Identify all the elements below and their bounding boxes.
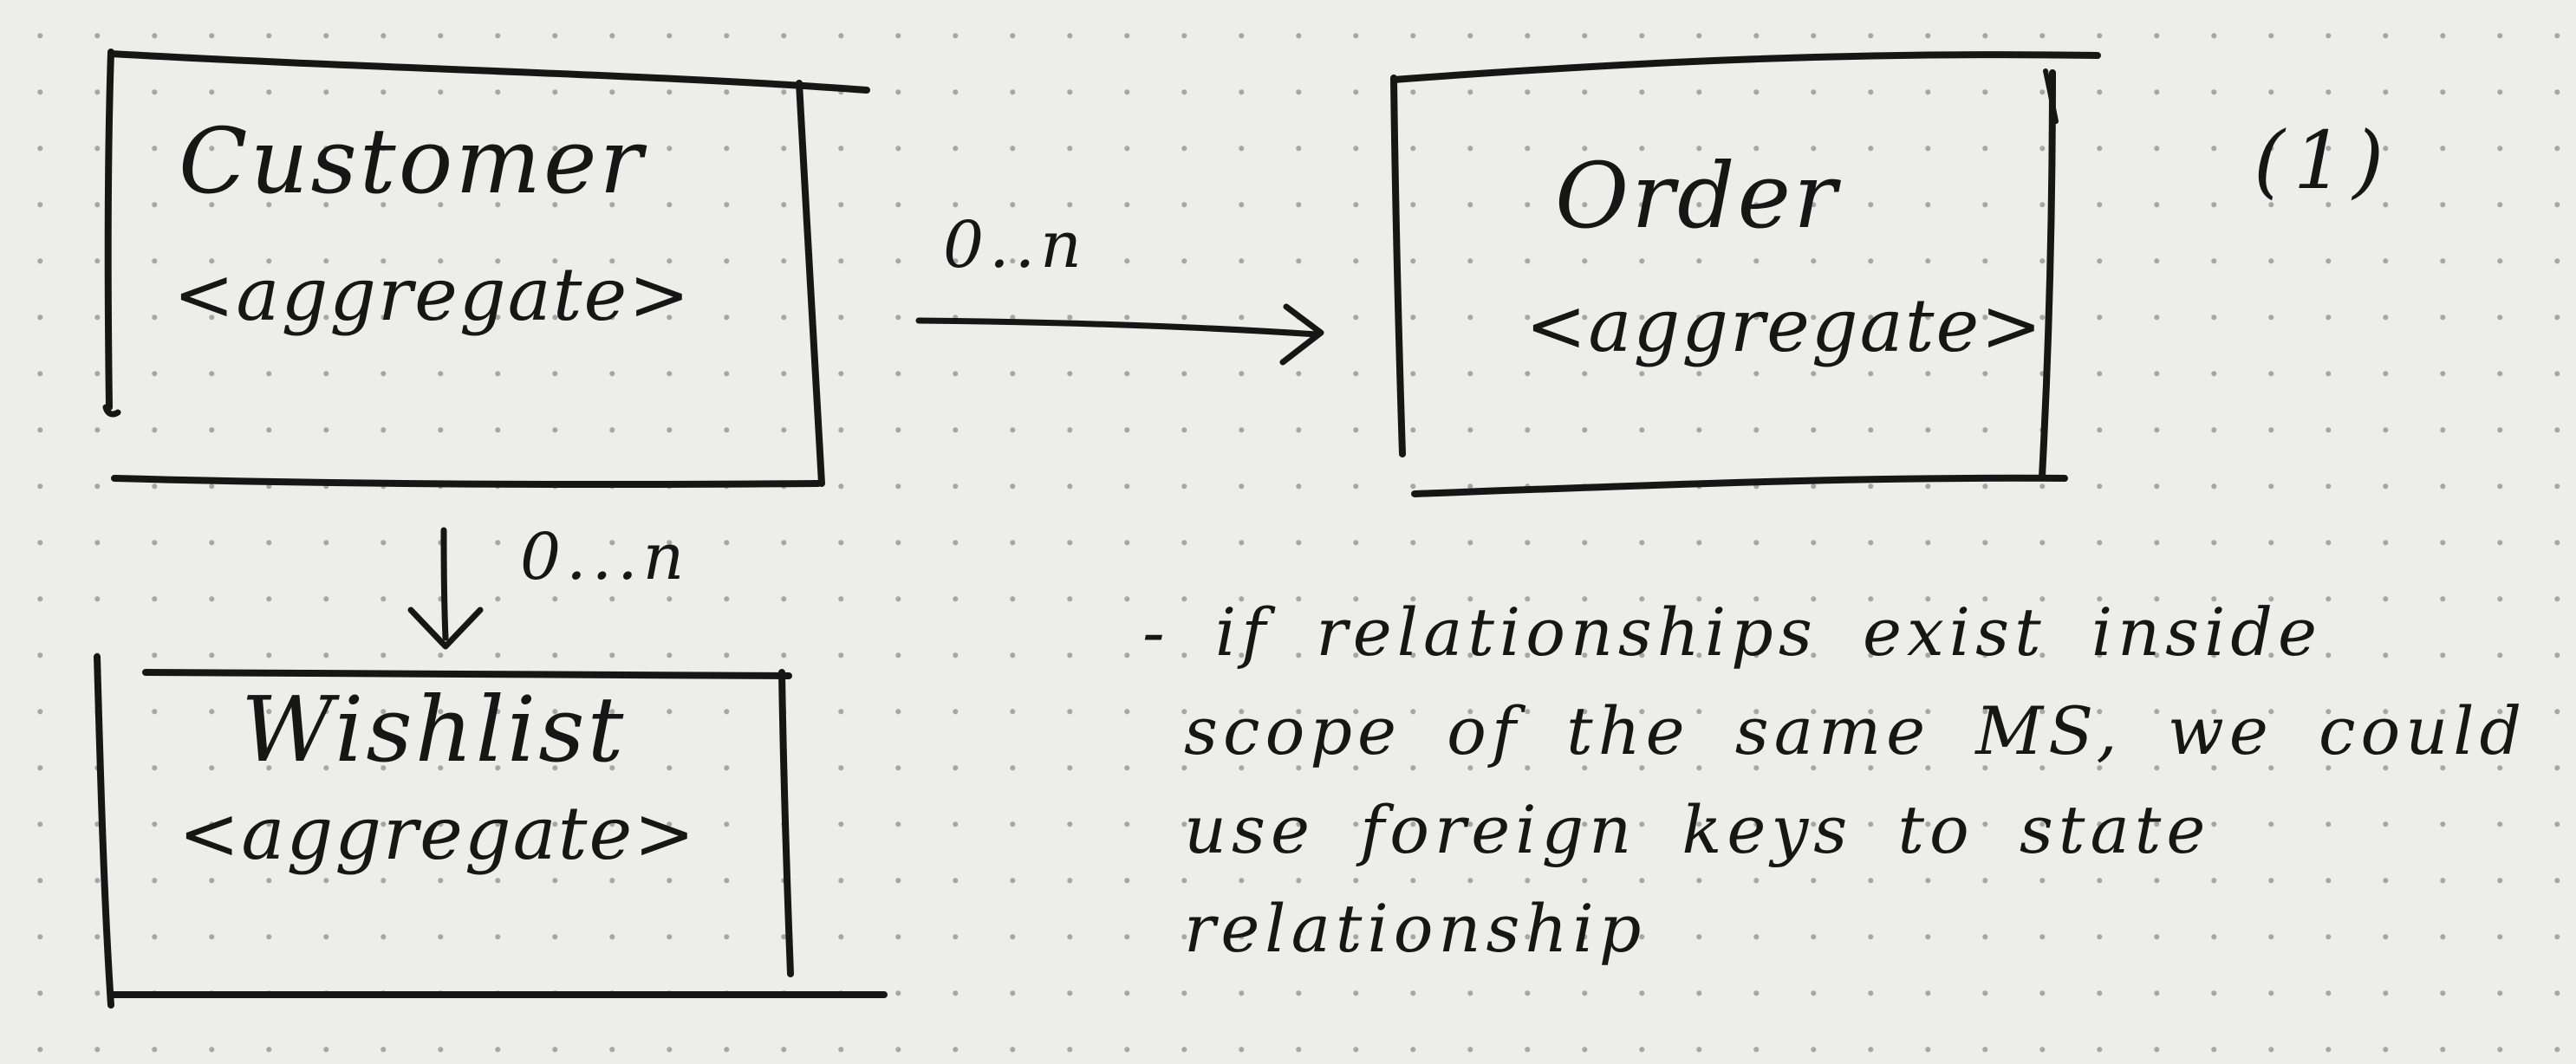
note-line: relationship	[1184, 890, 1647, 967]
multiplicity-customer-order: 0..n	[943, 208, 1087, 282]
order-box	[1390, 51, 2101, 497]
note-line: - if relationships exist inside	[1142, 594, 2323, 671]
figure-label: (1)	[2254, 114, 2393, 207]
entity-stereotype-order: <aggregate>	[1525, 283, 2044, 368]
entity-stereotype-wishlist: <aggregate>	[179, 791, 697, 876]
entity-name-order: Order	[1555, 143, 1839, 249]
entity-stereotype-customer: <aggregate>	[173, 252, 692, 337]
arrow-customer-to-wishlist	[407, 527, 484, 650]
wishlist-box	[94, 653, 888, 1009]
entity-name-customer: Customer	[179, 108, 646, 214]
note-line: use foreign keys to state	[1184, 791, 2211, 868]
customer-box	[102, 49, 870, 489]
arrow-customer-to-order	[915, 303, 1324, 366]
multiplicity-customer-wishlist: 0...n	[520, 520, 690, 594]
note-line: scope of the same MS, we could	[1184, 692, 2527, 769]
entity-name-wishlist: Wishlist	[241, 677, 627, 782]
